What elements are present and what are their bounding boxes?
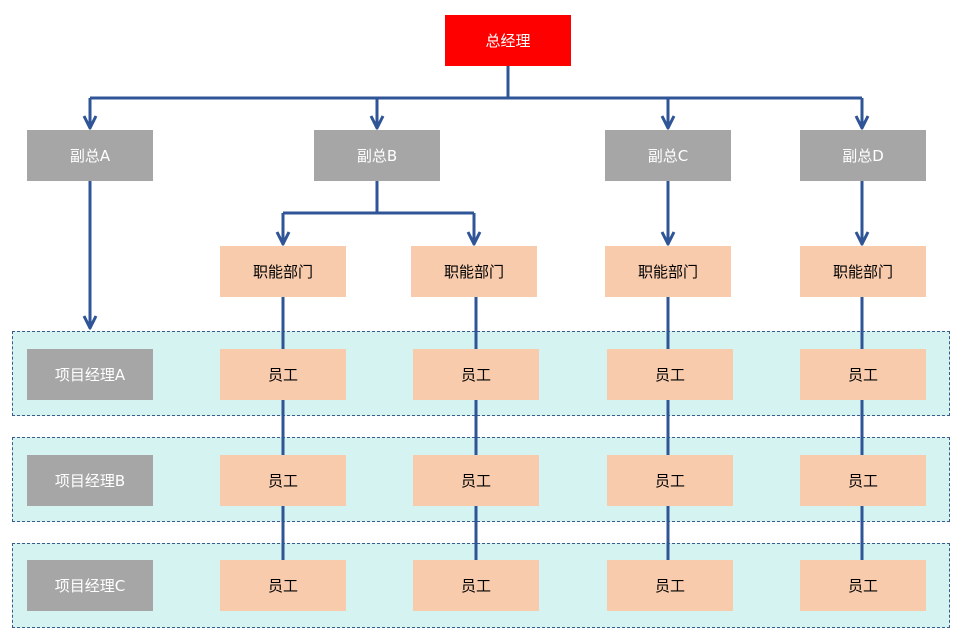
ceo-box: 总经理: [445, 15, 571, 66]
project-manager-box-a: 项目经理A: [27, 349, 153, 400]
project-manager-box-b: 项目经理B: [27, 455, 153, 506]
employee-label: 员工: [654, 577, 685, 595]
employee-label: 员工: [847, 472, 878, 490]
project-manager-label: 项目经理C: [54, 577, 126, 595]
employee-label: 员工: [847, 366, 878, 384]
vp-label: 副总C: [647, 147, 689, 165]
department-label: 职能部门: [252, 263, 313, 281]
department-label: 职能部门: [832, 263, 893, 281]
employee-box: 员工: [413, 560, 539, 611]
employee-box: 员工: [220, 349, 346, 400]
project-manager-box-c: 项目经理C: [27, 560, 153, 611]
employee-box: 员工: [800, 349, 926, 400]
employee-box: 员工: [220, 455, 346, 506]
project-manager-label: 项目经理B: [54, 472, 126, 490]
employee-label: 员工: [847, 577, 878, 595]
employee-box: 员工: [607, 455, 733, 506]
employee-label: 员工: [460, 577, 491, 595]
employee-box: 员工: [607, 560, 733, 611]
vp-label: 副总A: [69, 147, 111, 165]
employee-box: 员工: [800, 455, 926, 506]
employee-box: 员工: [220, 560, 346, 611]
employee-box: 员工: [413, 349, 539, 400]
employee-label: 员工: [267, 577, 298, 595]
employee-box: 员工: [413, 455, 539, 506]
department-box-2: 职能部门: [411, 246, 537, 297]
department-label: 职能部门: [443, 263, 504, 281]
department-label: 职能部门: [637, 263, 698, 281]
employee-box: 员工: [800, 560, 926, 611]
employee-label: 员工: [460, 472, 491, 490]
vp-label: 副总B: [356, 147, 398, 165]
department-box-3: 职能部门: [605, 246, 731, 297]
department-box-1: 职能部门: [220, 246, 346, 297]
employee-label: 员工: [267, 472, 298, 490]
employee-label: 员工: [654, 472, 685, 490]
department-box-4: 职能部门: [800, 246, 926, 297]
employee-label: 员工: [460, 366, 491, 384]
vp-box-a: 副总A: [27, 130, 153, 181]
project-manager-label: 项目经理A: [54, 366, 126, 384]
employee-label: 员工: [267, 366, 298, 384]
employee-label: 员工: [654, 366, 685, 384]
vp-label: 副总D: [842, 147, 884, 165]
employee-box: 员工: [607, 349, 733, 400]
vp-box-d: 副总D: [800, 130, 926, 181]
ceo-label: 总经理: [485, 32, 531, 50]
vp-box-b: 副总B: [314, 130, 440, 181]
vp-box-c: 副总C: [605, 130, 731, 181]
